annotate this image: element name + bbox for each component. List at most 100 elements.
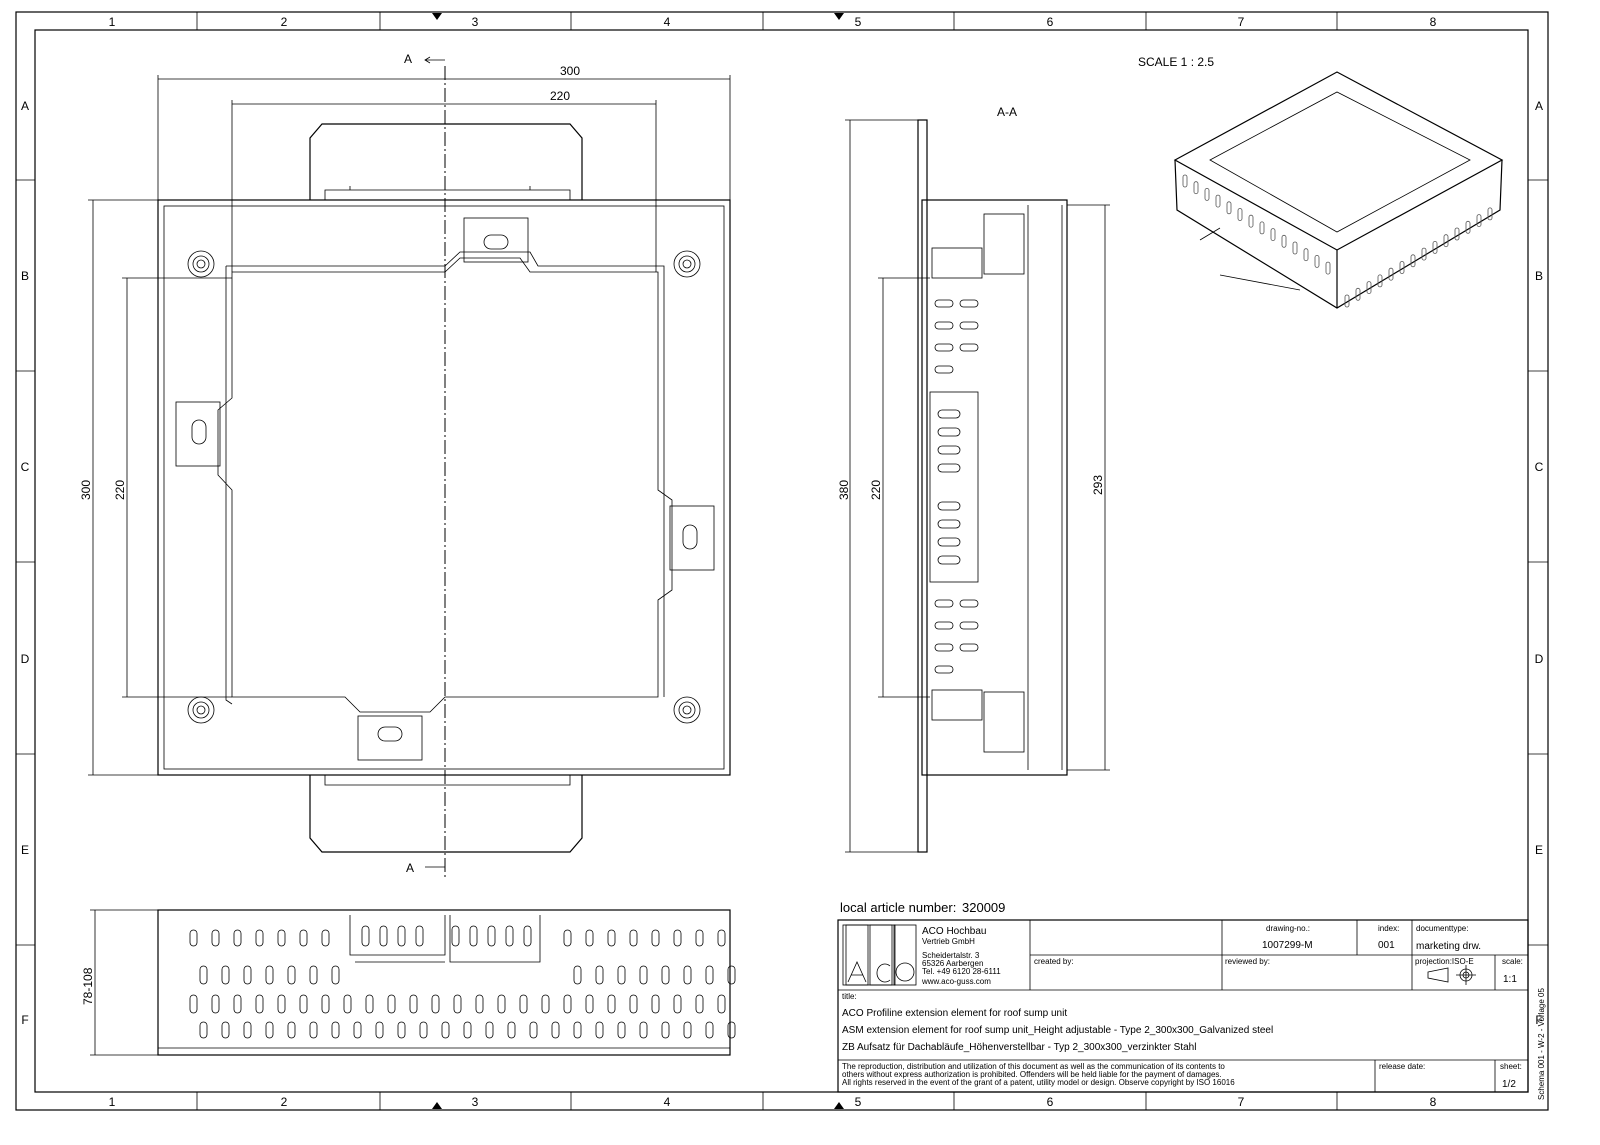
perforation-slot xyxy=(573,1021,582,1039)
column-label: 7 xyxy=(1238,15,1245,29)
perforation-slot xyxy=(617,965,626,985)
row-label: C xyxy=(21,460,30,474)
perforation-slot xyxy=(1388,267,1394,281)
bracket-right xyxy=(669,505,715,571)
column-label: 4 xyxy=(664,1095,671,1109)
perforation-slot xyxy=(639,965,648,985)
copyright-line: The reproduction, distribution and utili… xyxy=(842,1062,1225,1071)
perforation-slot xyxy=(727,1021,736,1039)
dim-height-range: 78-108 xyxy=(81,967,95,1005)
perforation-slot xyxy=(233,994,242,1014)
perforation-slot xyxy=(211,929,220,947)
bracket-top xyxy=(463,217,529,263)
perforation-slot xyxy=(695,929,704,947)
dim-height-outer: 300 xyxy=(79,480,93,500)
perforation-slot xyxy=(1476,214,1482,228)
perforation-slot xyxy=(695,994,704,1014)
perforation-slot xyxy=(265,1021,274,1039)
perforation-slot xyxy=(397,1021,406,1039)
perforation-slot xyxy=(487,925,496,947)
drawing-no: 1007299-M xyxy=(1262,940,1313,951)
company-street: Scheidertalstr. 3 xyxy=(922,951,980,960)
perforation-slot xyxy=(1281,234,1287,248)
perforation-slot xyxy=(1432,240,1438,254)
bracket-left xyxy=(175,401,221,467)
local-article-number: 320009 xyxy=(962,900,1005,915)
section-view: A-A 380 220 293 xyxy=(837,105,1110,853)
documenttype-label: documenttype: xyxy=(1416,924,1468,933)
perforation-slot xyxy=(277,929,286,947)
perforation-slot xyxy=(683,1021,692,1039)
row-label: F xyxy=(1535,1013,1542,1027)
perforation-slot xyxy=(451,925,460,947)
company-name: ACO Hochbau xyxy=(922,926,986,937)
perforation-slot xyxy=(1377,274,1383,288)
perforation-slot xyxy=(397,925,406,947)
perforation-slot xyxy=(563,929,572,947)
perforation-slot xyxy=(431,994,440,1014)
perforation-slot xyxy=(189,994,198,1014)
perforation-slot xyxy=(1325,261,1331,275)
created-by-label: created by: xyxy=(1034,957,1074,966)
company-city: 65326 Aarbergen xyxy=(922,959,983,968)
perforation-slot xyxy=(343,994,352,1014)
perforation-slot xyxy=(321,994,330,1014)
column-label: 6 xyxy=(1047,1095,1054,1109)
perforation-slot xyxy=(1465,220,1471,234)
perforation-slot xyxy=(705,965,714,985)
company-division: Vertrieb GmbH xyxy=(922,937,975,946)
column-label: 5 xyxy=(855,15,862,29)
section-label: A-A xyxy=(997,105,1017,119)
row-label: B xyxy=(1535,269,1543,283)
perforation-slot xyxy=(585,929,594,947)
perforation-slot xyxy=(651,929,660,947)
bracket-bottom xyxy=(357,715,423,761)
perforation-slot xyxy=(1204,187,1210,201)
perforation-slot xyxy=(617,1021,626,1039)
perforation-slot xyxy=(299,994,308,1014)
scale-label: scale: xyxy=(1502,957,1523,966)
perforation-slot xyxy=(683,965,692,985)
copyright-line: All rights reserved in the event of the … xyxy=(842,1078,1235,1087)
bottom-view: 78-108 xyxy=(81,909,736,1056)
projection-label: projection:ISO-E xyxy=(1415,957,1474,966)
section-marker-label: A xyxy=(406,861,414,875)
title-line: ACO Profiline extension element for roof… xyxy=(842,1008,1067,1019)
perforation-slot xyxy=(563,994,572,1014)
perforation-slot xyxy=(1270,228,1276,242)
perforation-slot xyxy=(523,925,532,947)
perforation-slot xyxy=(199,965,208,985)
perforation-slot xyxy=(361,925,370,947)
perforation-slot xyxy=(551,1021,560,1039)
copyright-line: others without express authorization is … xyxy=(842,1070,1222,1079)
projection-symbol-icon xyxy=(1427,965,1476,985)
perforation-slot xyxy=(629,929,638,947)
scale-value: 1:1 xyxy=(1503,974,1517,985)
perforation-slot xyxy=(1259,221,1265,235)
row-label: E xyxy=(1535,843,1543,857)
perforation-slot xyxy=(387,994,396,1014)
perforation-slot xyxy=(1421,247,1427,261)
perforation-slot xyxy=(1366,281,1372,295)
template-note: Schema 001 - W-2 - Vorlage 05 xyxy=(1537,988,1546,1100)
row-label: E xyxy=(21,843,29,857)
perforation-slot xyxy=(541,994,550,1014)
perforation-slot xyxy=(221,1021,230,1039)
perforation-slot xyxy=(277,994,286,1014)
column-label: 3 xyxy=(472,1095,479,1109)
perforation-slot xyxy=(475,994,484,1014)
perforation-slot xyxy=(211,994,220,1014)
drawing-frame: 1 2 3 4 5 6 7 8 1 2 3 4 5 6 7 8 A B C D … xyxy=(15,11,1549,1111)
row-label: D xyxy=(1535,652,1544,666)
title-block: local article number: 320009 ACO Hochbau… xyxy=(837,900,1529,1093)
column-label: 2 xyxy=(281,15,288,29)
column-label: 5 xyxy=(855,1095,862,1109)
index-label: index: xyxy=(1378,924,1399,933)
perforation-slot xyxy=(1344,294,1350,308)
perforation-slot xyxy=(287,1021,296,1039)
perforation-slot xyxy=(661,1021,670,1039)
perforation-slot xyxy=(379,925,388,947)
company-web: www.aco-guss.com xyxy=(921,977,991,986)
perforation-slot xyxy=(705,1021,714,1039)
aco-logo xyxy=(842,924,917,986)
